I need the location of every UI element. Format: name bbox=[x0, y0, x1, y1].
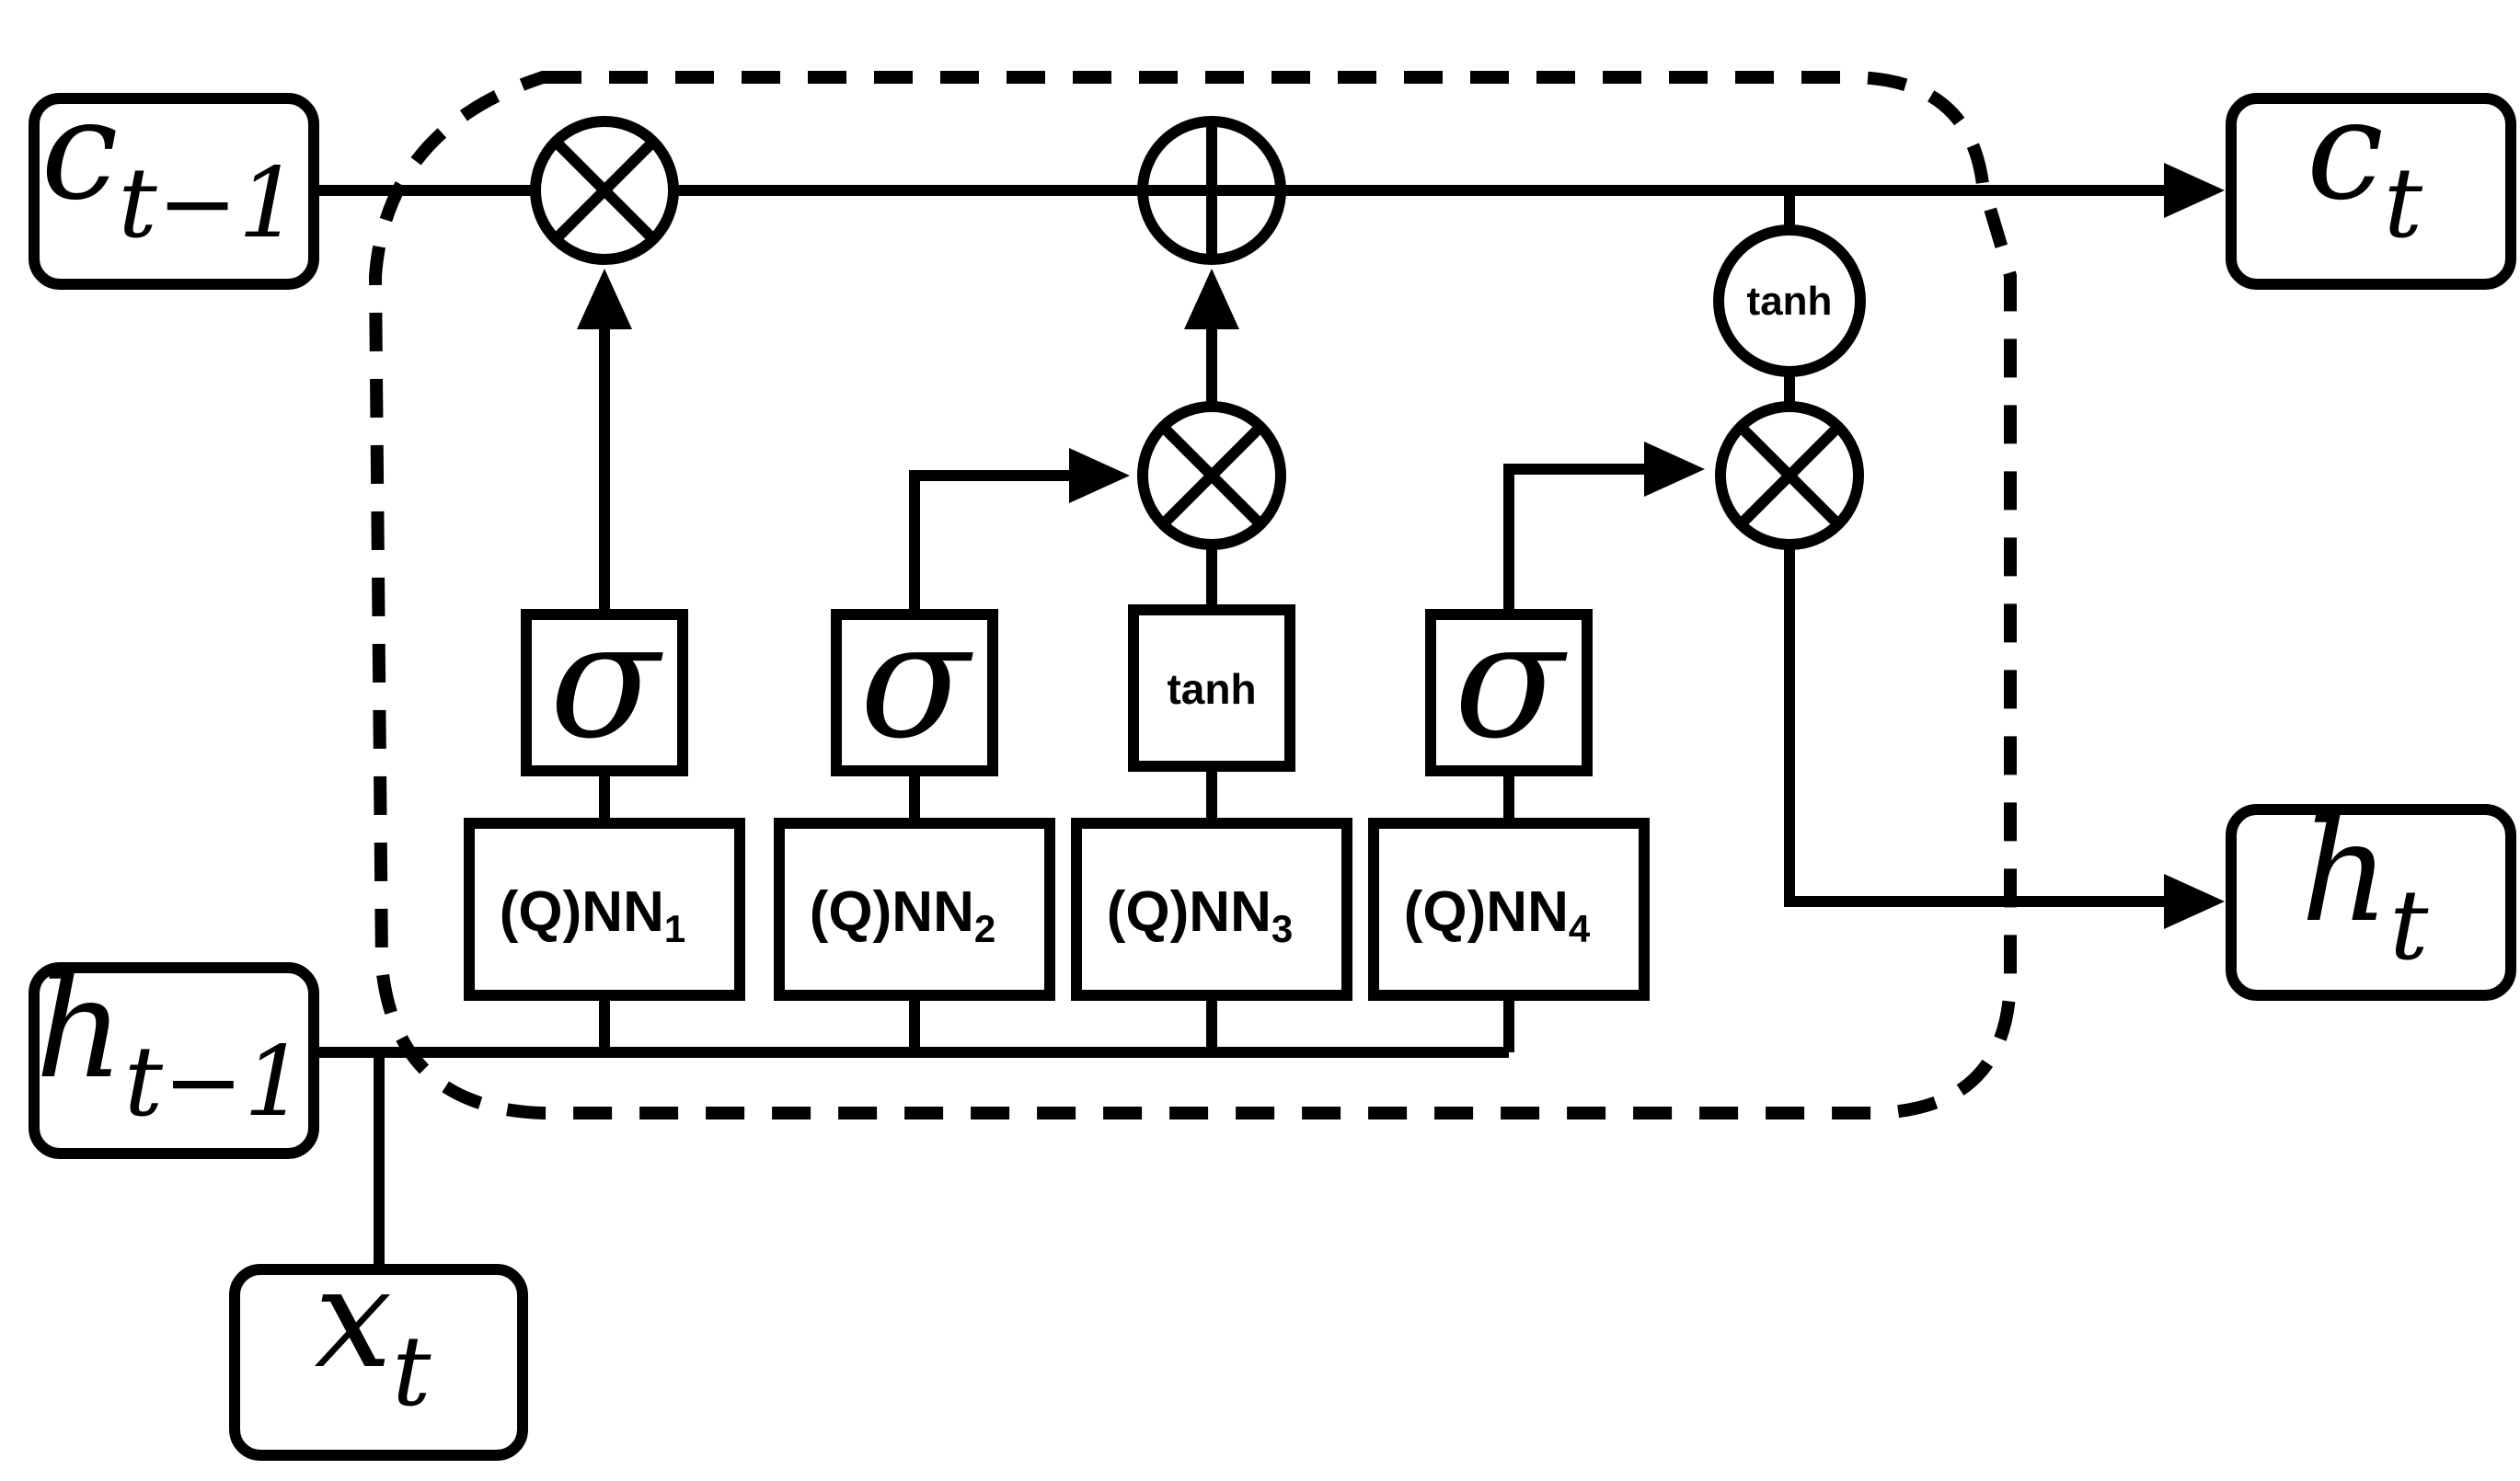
h-next-label: ht bbox=[2301, 793, 2430, 982]
nn-label-2: (Q)NN2 bbox=[810, 880, 995, 950]
nn-box-3 bbox=[1071, 818, 1352, 1001]
connection-lines bbox=[317, 185, 2185, 1269]
sigma-box-4 bbox=[1425, 609, 1593, 776]
h-prev-box bbox=[29, 962, 319, 1159]
h-prev-label: ht−1 bbox=[35, 949, 305, 1138]
h-next-box bbox=[2226, 804, 2516, 1001]
nn-label-1: (Q)NN1 bbox=[500, 880, 685, 950]
activation-boxes bbox=[521, 604, 1593, 776]
c-next-box bbox=[2226, 93, 2516, 290]
sigma-label-4: σ bbox=[1454, 588, 1568, 775]
nn-box-4 bbox=[1368, 818, 1650, 1001]
tanh-label-3: tanh bbox=[1167, 665, 1256, 713]
nn-label-4: (Q)NN4 bbox=[1404, 880, 1591, 950]
nn-box-1 bbox=[464, 818, 745, 1001]
arrow-right-c-out bbox=[2164, 163, 2225, 218]
tanh-box-3 bbox=[1128, 604, 1295, 772]
cell-boundary bbox=[368, 71, 2017, 1119]
add-cell-op bbox=[1137, 116, 1286, 265]
c-next-label: ct bbox=[2307, 71, 2423, 259]
multiply-input-op bbox=[1137, 401, 1286, 550]
nn-box-2 bbox=[774, 818, 1055, 1001]
arrow-right-output-gate bbox=[1644, 442, 1705, 497]
sigma-label-2: σ bbox=[859, 588, 973, 775]
nn-label-3: (Q)NN3 bbox=[1107, 880, 1293, 950]
sigma-box-1 bbox=[521, 609, 688, 776]
multiply-forget-op bbox=[530, 116, 679, 265]
sigma-label-1: σ bbox=[549, 588, 663, 775]
sigma-box-2 bbox=[831, 609, 998, 776]
c-prev-label: ct−1 bbox=[41, 71, 300, 259]
c-prev-box bbox=[29, 93, 319, 290]
multiply-output-op bbox=[1715, 401, 1864, 550]
tanh-output-label: tanh bbox=[1747, 279, 1833, 324]
arrowheads bbox=[577, 163, 2225, 929]
tanh-output-circle bbox=[1713, 224, 1866, 377]
arrow-right-h-out bbox=[2164, 874, 2225, 929]
io-boxes bbox=[29, 93, 2516, 1461]
network-boxes bbox=[464, 818, 1650, 1001]
x-input-label: xt bbox=[315, 1239, 432, 1428]
arrow-right-input-gate bbox=[1069, 448, 1130, 503]
arrow-up-forget bbox=[577, 269, 632, 329]
operators bbox=[530, 116, 1866, 550]
arrow-up-add bbox=[1184, 269, 1239, 329]
x-input-box bbox=[229, 1264, 528, 1461]
